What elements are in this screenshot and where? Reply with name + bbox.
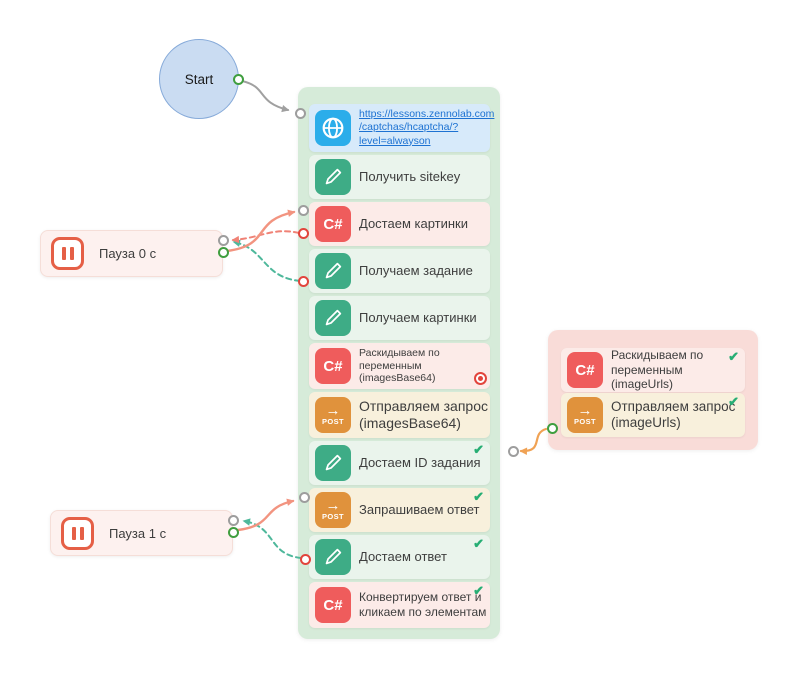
success-check-icon: ✔ xyxy=(473,442,484,457)
action-block-get-task[interactable]: Получаем задание xyxy=(309,249,490,293)
pause1-output-port[interactable] xyxy=(227,526,239,538)
action-block-get-answer[interactable]: Достаем ответ ✔ xyxy=(309,535,490,579)
block-label: Раскидываем по переменным (imagesBase64) xyxy=(359,346,440,385)
action-block-spread-urls[interactable]: C#Раскидываем по переменным (imageUrls) … xyxy=(561,348,745,392)
success-check-icon: ✔ xyxy=(728,394,739,409)
pencil-icon xyxy=(315,253,351,289)
pencil-icon xyxy=(315,300,351,336)
pause1-input-port[interactable] xyxy=(227,514,239,526)
pencil-icon xyxy=(315,445,351,481)
csharp-icon: C# xyxy=(315,587,351,623)
csharp-icon: C# xyxy=(315,206,351,242)
action-block-get-sitekey[interactable]: Получить sitekey xyxy=(309,155,490,199)
success-check-icon: ✔ xyxy=(473,536,484,551)
post-icon: →POST xyxy=(315,492,351,528)
post-icon: →POST xyxy=(567,397,603,433)
pause-label: Пауза 0 с xyxy=(99,246,157,261)
post-icon: →POST xyxy=(315,397,351,433)
block-url-link[interactable]: https://lessons.zennolab.com /captchas/h… xyxy=(359,107,495,147)
edge-get-task-to-pause0[interactable] xyxy=(232,239,301,282)
action-block-url[interactable]: https://lessons.zennolab.com /captchas/h… xyxy=(309,104,495,152)
block-label: Раскидываем по переменным (imageUrls) xyxy=(611,348,704,392)
block-label: Получить sitekey xyxy=(359,169,461,185)
block-label: Отправляем запрос (imagesBase64) xyxy=(359,397,488,431)
success-check-icon: ✔ xyxy=(473,583,484,598)
action-block-get-task-id[interactable]: Достаем ID задания ✔ xyxy=(309,441,490,485)
pause0-input-port[interactable] xyxy=(217,234,229,246)
pause-node-1[interactable]: Пауза 1 с xyxy=(50,510,233,556)
edge-send-urls-to-get-task-id[interactable] xyxy=(519,427,548,455)
edge-get-images-to-pause0[interactable] xyxy=(231,230,300,244)
action-block-get-pictures[interactable]: Получаем картинки xyxy=(309,296,490,340)
start-node[interactable]: Start xyxy=(159,39,239,119)
success-check-icon: ✔ xyxy=(728,349,739,364)
send-urls-output-port[interactable] xyxy=(546,422,558,434)
pause-label: Пауза 1 с xyxy=(109,525,167,541)
start-output-port[interactable] xyxy=(232,73,244,85)
block-label: Запрашиваем ответ xyxy=(359,502,480,518)
pause-icon xyxy=(61,516,94,550)
request-answer-input-port[interactable] xyxy=(298,491,310,503)
edge-get-answer-to-pause1[interactable] xyxy=(242,518,302,559)
get-task-error-port[interactable] xyxy=(297,275,309,287)
edge-pause1-to-request-answer[interactable] xyxy=(236,498,295,532)
block-label: Получаем задание xyxy=(359,263,473,279)
block-label: Получаем картинки xyxy=(359,310,477,326)
get-answer-error-port[interactable] xyxy=(299,553,311,565)
globe-icon xyxy=(315,110,351,146)
action-block-convert-click[interactable]: C# Конвертируем ответ и кликаем по элемен… xyxy=(309,582,490,628)
pause-icon xyxy=(51,237,84,270)
breakpoint-indicator[interactable] xyxy=(474,372,487,385)
csharp-icon: C# xyxy=(315,348,351,384)
block-label: Отправляем запрос (imageUrls) xyxy=(611,398,736,430)
pause0-output-port[interactable] xyxy=(217,246,229,258)
start-label: Start xyxy=(184,71,214,87)
success-check-icon: ✔ xyxy=(473,489,484,504)
get-task-id-input-port[interactable] xyxy=(507,445,519,457)
action-block-get-images[interactable]: C# Достаем картинки xyxy=(309,202,490,246)
block-label: Достаем ответ xyxy=(359,549,447,565)
block-label: Достаем ID задания xyxy=(359,455,481,471)
block-label: Конвертируем ответ и кликаем по элемента… xyxy=(359,590,487,619)
pause-node-0[interactable]: Пауза 0 с xyxy=(40,230,223,277)
get-images-input-port[interactable] xyxy=(297,204,309,216)
edge-pause0-to-get-images[interactable] xyxy=(225,209,296,253)
url-input-port[interactable] xyxy=(294,107,306,119)
action-block-request-answer[interactable]: →POST Запрашиваем ответ ✔ xyxy=(309,488,490,532)
pencil-icon xyxy=(315,159,351,195)
pencil-icon xyxy=(315,539,351,575)
csharp-icon: C# xyxy=(567,352,603,388)
block-label: Достаем картинки xyxy=(359,216,468,232)
edge-start-to-url[interactable] xyxy=(241,80,290,113)
action-block-spread-base64[interactable]: C#Раскидываем по переменным (imagesBase6… xyxy=(309,343,490,389)
get-images-error-port[interactable] xyxy=(297,227,309,239)
